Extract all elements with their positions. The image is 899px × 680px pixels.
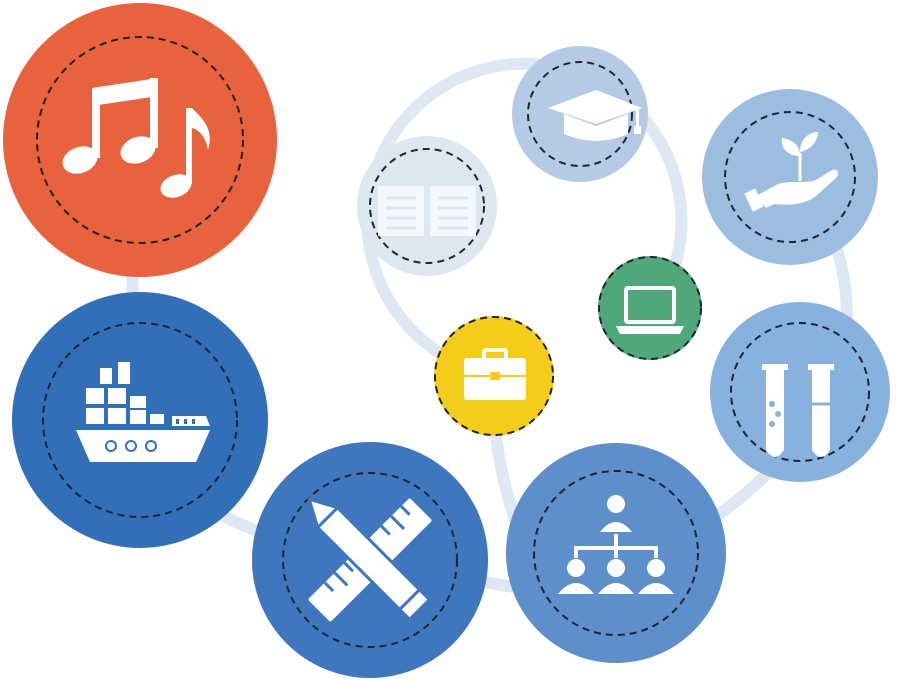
open-book-icon (378, 186, 476, 236)
node-technology-dashed-ring (598, 256, 702, 360)
node-shipping-dashed-ring (42, 322, 238, 518)
org-chart-icon (558, 495, 674, 594)
node-reading (357, 136, 497, 276)
cargo-ship-icon (76, 362, 210, 462)
node-science-circle (710, 302, 890, 482)
node-team-dashed-ring (533, 470, 699, 636)
node-science-dashed-ring (730, 322, 870, 462)
node-environment-dashed-ring (724, 111, 856, 243)
node-reading-circle (357, 136, 497, 276)
test-tubes-icon (762, 364, 834, 457)
node-business-dashed-ring (434, 316, 554, 436)
node-education (512, 46, 648, 182)
node-shipping (12, 292, 268, 548)
node-education-dashed-ring (527, 61, 633, 167)
node-reading-dashed-ring (369, 148, 485, 264)
node-science (710, 302, 890, 482)
laptop-icon (616, 286, 684, 334)
inner-spiral-path (361, 57, 688, 381)
ruler-pencil-icon (306, 496, 432, 622)
node-tools-dashed-ring (282, 472, 458, 648)
node-tools (252, 442, 488, 678)
graduation-cap-icon (548, 90, 642, 141)
node-environment (702, 89, 878, 265)
node-music (3, 3, 277, 277)
node-music-dashed-ring (36, 36, 244, 244)
node-business (434, 316, 554, 436)
music-notes-icon (62, 78, 210, 198)
node-environment-circle (702, 89, 878, 265)
briefcase-icon (464, 348, 526, 400)
node-team (506, 443, 726, 663)
node-technology (598, 256, 702, 360)
plant-hand-icon (744, 132, 839, 212)
